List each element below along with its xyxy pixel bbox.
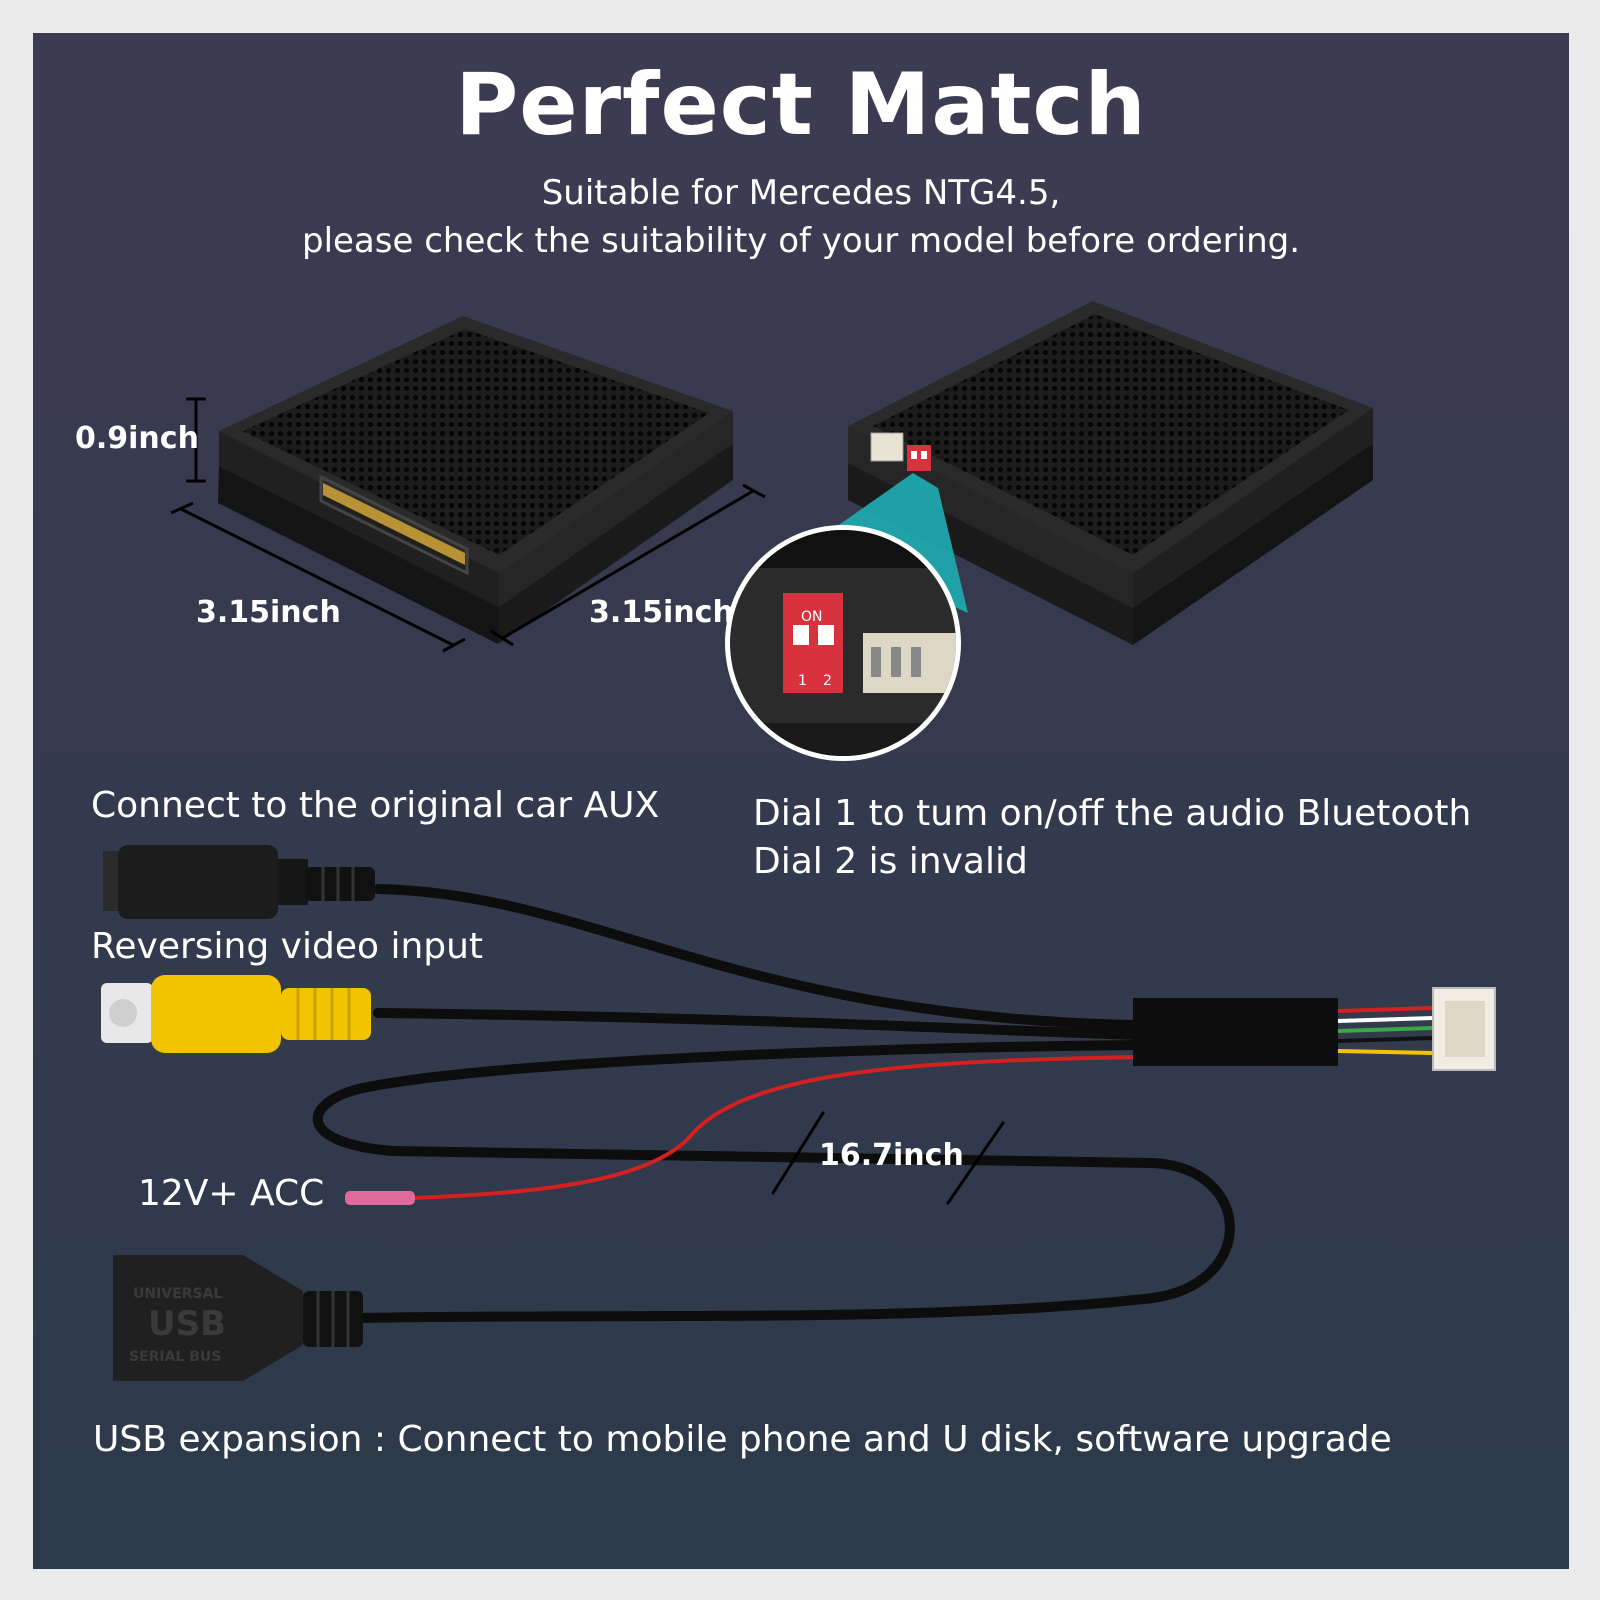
- usb-text-line1: UNIVERSAL: [133, 1286, 222, 1302]
- dimension-lines: [170, 397, 766, 653]
- harness-plug: [1133, 987, 1496, 1071]
- depth-label: 3.15inch: [589, 595, 734, 630]
- usb-text-line3: SERIAL BUS: [129, 1349, 221, 1365]
- dial-note-2: Dial 2 is invalid: [753, 841, 1028, 882]
- aux-connector: [103, 845, 375, 919]
- subtitle-line-2: please check the suitability of your mod…: [301, 221, 1301, 261]
- dip-num-1: 1: [798, 673, 807, 689]
- usb-label: USB expansion : Connect to mobile phone …: [93, 1419, 1392, 1460]
- video-label: Reversing video input: [91, 926, 484, 967]
- width-label: 3.15inch: [196, 595, 341, 630]
- cable-length-label: 16.7inch: [819, 1138, 964, 1173]
- product-illustration: ON 1 2: [101, 301, 1496, 1381]
- usb-text-line2: USB: [148, 1304, 226, 1344]
- rca-connector: [101, 975, 371, 1053]
- product-panel: ON 1 2: [33, 33, 1569, 1569]
- height-label: 0.9inch: [75, 421, 199, 456]
- cable-harness: [312, 884, 1235, 1323]
- acc-wire-tip: [345, 1191, 415, 1205]
- page-title: Perfect Match: [455, 55, 1147, 155]
- module-box-left: [218, 316, 733, 644]
- aux-label: Connect to the original car AUX: [91, 785, 660, 826]
- usb-connector: [113, 1255, 363, 1381]
- acc-label: 12V+ ACC: [138, 1173, 325, 1214]
- subtitle-line-1: Suitable for Mercedes NTG4.5,: [541, 173, 1061, 213]
- dip-on-label: ON: [801, 609, 823, 625]
- dial-note-1: Dial 1 to tum on/off the audio Bluetooth: [753, 793, 1472, 834]
- dip-num-2: 2: [823, 673, 832, 689]
